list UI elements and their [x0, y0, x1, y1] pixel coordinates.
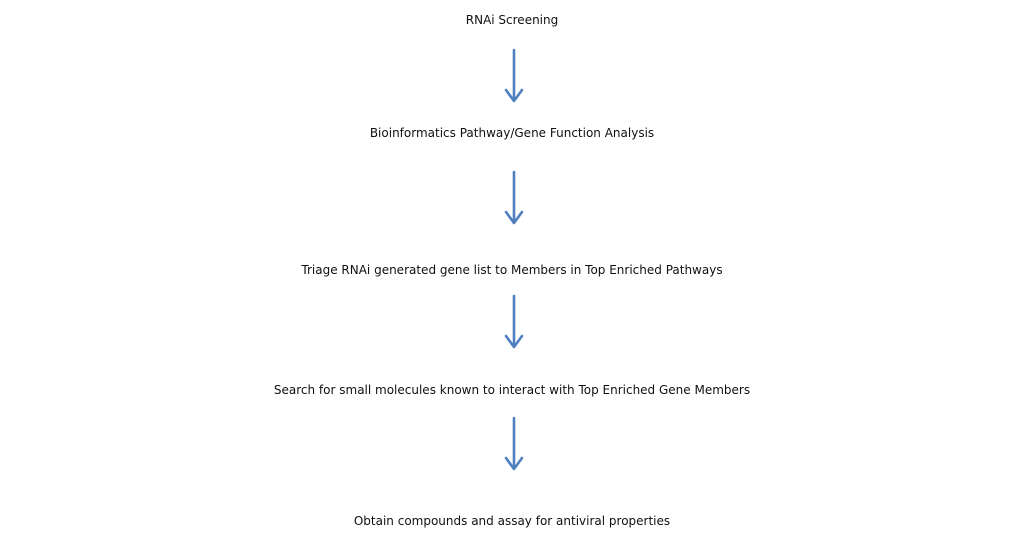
step-bioinformatics-analysis: Bioinformatics Pathway/Gene Function Ana…	[369, 126, 655, 140]
step-search-small-molecules: Search for small molecules known to inte…	[273, 383, 751, 397]
arrow-down-icon	[504, 416, 524, 471]
step-rnai-screening: RNAi Screening	[465, 13, 559, 27]
step-triage-gene-list: Triage RNAi generated gene list to Membe…	[301, 263, 723, 277]
arrow-down-icon	[504, 294, 524, 349]
arrow-down-icon	[504, 170, 524, 225]
arrow-down-icon	[504, 48, 524, 103]
step-obtain-compounds: Obtain compounds and assay for antiviral…	[353, 514, 671, 528]
